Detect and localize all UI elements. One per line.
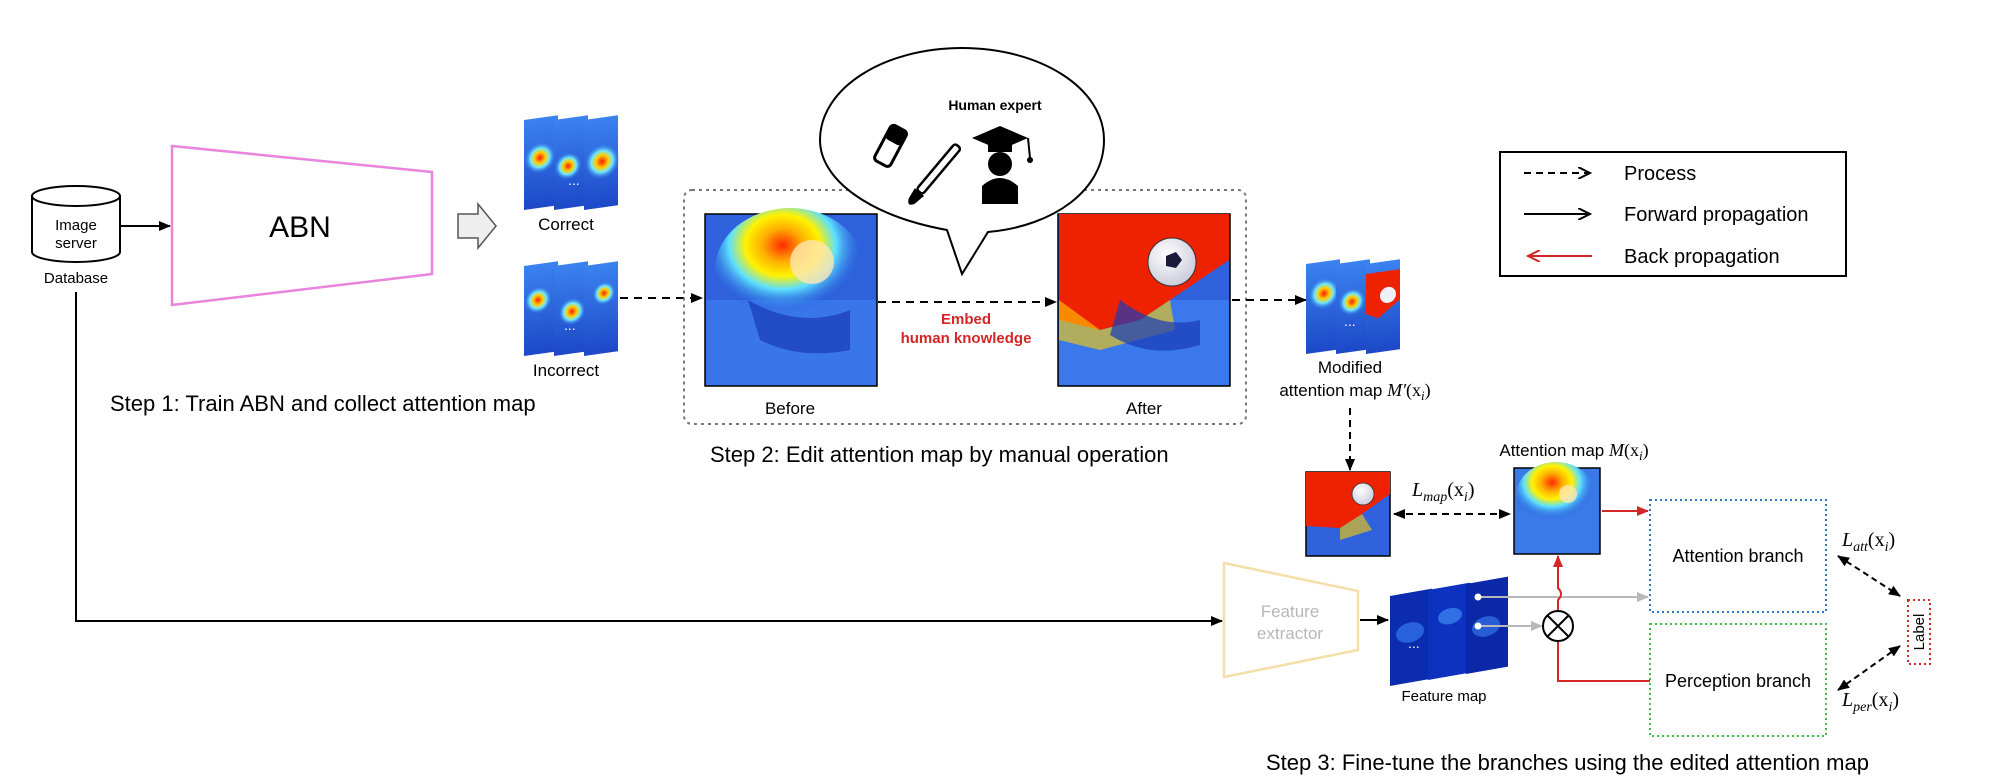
svg-text:...: ...	[1408, 635, 1420, 651]
after-image	[1057, 213, 1231, 387]
arrow-perception-to-multiply	[1557, 642, 1650, 682]
before-image	[704, 208, 878, 387]
hollow-arrow-icon	[457, 201, 497, 251]
svg-text:...: ...	[568, 172, 580, 188]
l-att-label: Latt(xi)	[1841, 529, 1895, 555]
feature-extractor-block	[1222, 561, 1360, 679]
embed-line1: Embed	[941, 311, 991, 328]
modified-heatmap-stack: ...	[1306, 259, 1400, 354]
database-caption: Database	[44, 270, 108, 287]
modified-line2: attention map M′(xi)	[1279, 380, 1430, 403]
l-map-label: Lmap(xi)	[1411, 479, 1474, 505]
arrow-latt	[1837, 555, 1901, 597]
database-label-line2: server	[55, 235, 97, 252]
perception-branch-label: Perception branch	[1665, 671, 1811, 691]
legend-back: Back propagation	[1624, 246, 1780, 268]
feature-map-stack: ...	[1390, 576, 1508, 686]
abn-block	[170, 144, 434, 307]
step1-caption: Step 1: Train ABN and collect attention …	[110, 391, 536, 416]
label-box	[1907, 599, 1931, 665]
attention-branch-label: Attention branch	[1672, 546, 1803, 566]
graduate-icon	[972, 126, 1033, 204]
svg-text:...: ...	[564, 317, 576, 333]
feature-map-label: Feature map	[1401, 688, 1486, 705]
database-icon	[31, 185, 121, 263]
l-per-label: Lper(xi)	[1841, 689, 1899, 715]
after-label: After	[1126, 399, 1162, 418]
brush-icon	[908, 143, 962, 205]
speech-bubble	[818, 46, 1106, 277]
attention-branch-box	[1649, 499, 1827, 613]
bubble-title: Human expert	[948, 97, 1042, 113]
before-label: Before	[765, 399, 815, 418]
perception-branch-box	[1649, 623, 1827, 737]
arrow-lper	[1837, 645, 1901, 691]
step2-caption: Step 2: Edit attention map by manual ope…	[710, 442, 1169, 467]
svg-text:...: ...	[1344, 313, 1356, 329]
correct-label: Correct	[538, 215, 594, 234]
abn-label: ABN	[269, 211, 331, 244]
legend-process: Process	[1624, 163, 1696, 185]
multiply-icon	[1542, 610, 1574, 642]
modified-attention-image	[1305, 471, 1391, 557]
arrow-multiply-to-attmap	[1553, 555, 1563, 610]
incorrect-label: Incorrect	[533, 361, 599, 380]
database-label-line1: Image	[55, 217, 97, 234]
feature-extractor-line1: Feature	[1261, 602, 1320, 621]
legend-forward: Forward propagation	[1624, 204, 1809, 226]
incorrect-heatmap-stack: ...	[524, 261, 618, 356]
label-box-text: Label	[1911, 614, 1928, 651]
arrow-db-to-feature-extractor	[75, 292, 1223, 626]
eraser-icon	[873, 123, 908, 168]
attention-map-label: Attention map M(xi)	[1499, 440, 1648, 463]
attention-map-image	[1513, 462, 1601, 555]
modified-line1: Modified	[1318, 358, 1382, 377]
step3-caption: Step 3: Fine-tune the branches using the…	[1266, 750, 1869, 775]
correct-heatmap-stack: ...	[524, 115, 620, 210]
embed-line2: human knowledge	[901, 330, 1032, 347]
legend	[1499, 151, 1847, 277]
feature-extractor-line2: extractor	[1257, 624, 1323, 643]
